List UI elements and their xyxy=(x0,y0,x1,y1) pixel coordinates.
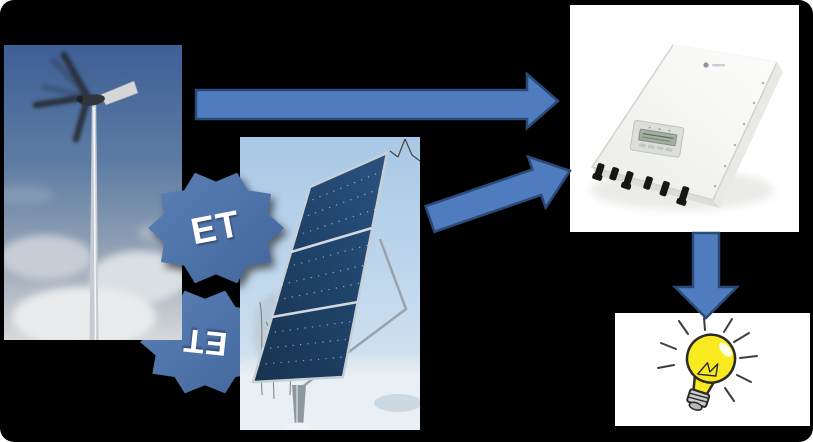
badge-label: ET xyxy=(181,321,229,364)
brand-logo xyxy=(703,62,725,68)
solar-panel-photo xyxy=(240,137,420,430)
glass-highlight xyxy=(719,342,732,357)
turbine-hub xyxy=(76,95,84,103)
snow-mound xyxy=(374,394,420,412)
inverter-lcd xyxy=(629,119,685,158)
arrow-wind-to-inverter xyxy=(194,71,560,131)
badge-label: ET xyxy=(187,202,245,253)
badge-et-top: ET xyxy=(148,170,284,286)
base-tip xyxy=(688,401,703,411)
dc-connectors xyxy=(592,163,690,206)
inverter-bottom-face xyxy=(592,167,720,208)
light-bulb-clipart xyxy=(615,313,810,426)
turbine-tower xyxy=(89,105,99,340)
case-screws xyxy=(713,81,765,188)
turbine-nacelle xyxy=(79,94,105,106)
top-edge-highlight xyxy=(672,44,778,63)
clouds xyxy=(4,185,182,340)
turbine-tail-fin xyxy=(99,80,139,106)
bulb-rays xyxy=(657,317,758,402)
wind-turbine-photo xyxy=(4,45,182,340)
panel-row-frames xyxy=(271,226,373,319)
bulb-drawing xyxy=(685,333,737,411)
panel-pole xyxy=(286,385,312,430)
bulb-filament xyxy=(697,362,719,377)
arrow-solar-to-inverter xyxy=(424,154,572,234)
inverter-side-face xyxy=(713,62,783,208)
starburst-shape: ET xyxy=(148,172,284,284)
twigs xyxy=(389,138,420,162)
inverter-photo xyxy=(570,5,799,232)
lcd-screen xyxy=(638,128,678,147)
arrow-inverter-to-bulb xyxy=(671,231,741,320)
